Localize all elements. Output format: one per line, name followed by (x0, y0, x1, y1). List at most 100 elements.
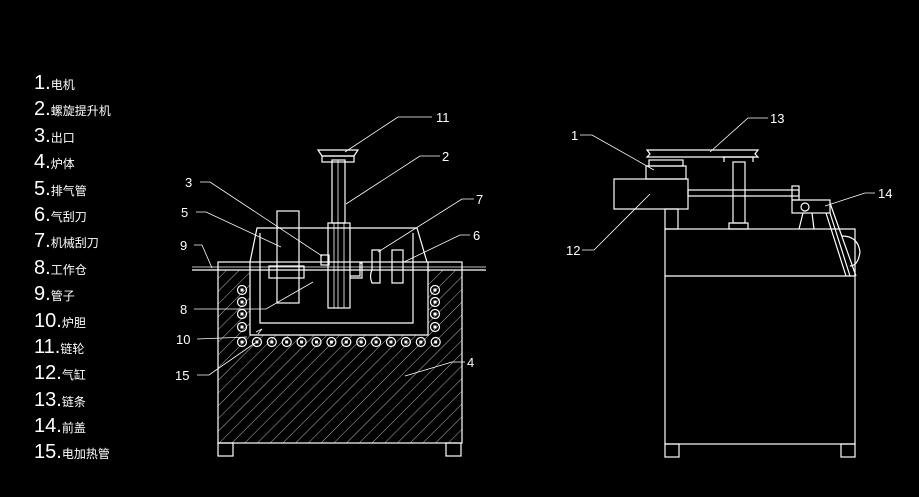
heating-tube (415, 336, 426, 348)
callout-13: 13 (770, 111, 784, 126)
sprocket-front (316, 149, 360, 163)
heating-tube (296, 336, 307, 348)
heating-tube-core (389, 340, 393, 344)
heating-tube-core (404, 340, 408, 344)
legend-text: 排气管 (50, 183, 87, 198)
heating-tube (429, 296, 441, 308)
legend-number: 13. (34, 388, 62, 411)
heating-tube (430, 336, 441, 348)
legend-item: 14.前盖 (34, 415, 111, 441)
legend-item: 15.电加热管 (34, 441, 111, 467)
heating-tube (266, 336, 277, 348)
outlet (320, 254, 330, 266)
heating-tube-core (329, 340, 333, 344)
legend-number: 6. (34, 203, 51, 226)
legend-number: 12. (34, 362, 62, 385)
front-callouts: 11 2 3 5 9 7 6 8 10 15 4 (175, 110, 483, 383)
heating-tube (429, 284, 441, 296)
legend-item: 12.气缸 (34, 362, 111, 388)
legend-text: 工作仓 (50, 262, 87, 277)
legend-text: 链轮 (60, 341, 85, 356)
legend-text: 螺旋提升机 (50, 104, 111, 119)
legend-text: 出口 (50, 130, 75, 145)
heating-tube-core (240, 340, 244, 344)
heating-tube (356, 336, 367, 348)
legend-text: 炉胆 (61, 315, 86, 330)
callout-8: 8 (180, 302, 187, 317)
front-leaders (194, 116, 474, 377)
legend-item: 10.炉胆 (34, 310, 111, 336)
legend-number: 15. (34, 441, 62, 464)
cylinder-rod (687, 189, 800, 197)
working-chamber (268, 265, 305, 279)
furnace-body (217, 261, 463, 457)
heating-tube-core (433, 288, 437, 292)
legend-item: 3.出口 (34, 125, 111, 151)
heating-tube-core (434, 340, 438, 344)
legend-text: 链条 (61, 394, 86, 409)
legend-number: 11. (34, 335, 61, 358)
legend-number: 4. (34, 151, 51, 174)
cylinder (613, 178, 689, 210)
callout-7: 7 (476, 192, 483, 207)
legend-number: 10. (34, 309, 62, 332)
heating-tube (371, 336, 382, 348)
heating-tube-core (240, 300, 244, 304)
heating-tube-core (315, 340, 318, 344)
heating-tube-core (270, 340, 274, 344)
furnace-liner (249, 227, 429, 336)
heating-tube (385, 336, 397, 348)
heating-tube (326, 336, 337, 348)
heating-tube (236, 284, 248, 296)
heating-tube-core (240, 288, 244, 292)
legend-text: 前盖 (61, 421, 86, 436)
heating-tube-core (433, 325, 437, 329)
legend-number: 2. (34, 98, 51, 121)
heating-tube-core (433, 312, 437, 316)
legend-number: 8. (34, 256, 51, 279)
legend-item: 9.管子 (34, 283, 111, 309)
legend-text: 机械刮刀 (50, 236, 99, 251)
heating-tube-core (240, 312, 244, 316)
callout-5: 5 (181, 205, 188, 220)
legend-text: 电加热管 (61, 447, 110, 462)
heating-tube-core (359, 340, 363, 344)
heating-tube (400, 336, 411, 348)
legend-item: 13.链条 (34, 389, 111, 415)
front-view: 11 2 3 5 9 7 6 8 10 15 4 (175, 110, 486, 457)
mechanical-scraper (369, 249, 381, 284)
heating-tube (341, 336, 352, 348)
front-cover (791, 185, 861, 277)
heating-tube (429, 321, 441, 333)
legend-number: 14. (34, 415, 62, 438)
callout-11: 11 (436, 110, 450, 125)
legend-text: 炉体 (50, 157, 75, 172)
heating-tube-core (240, 325, 244, 329)
callout-14: 14 (878, 186, 892, 201)
cabinet (664, 228, 856, 445)
callout-4: 4 (467, 355, 474, 370)
legend-item: 8.工作仓 (34, 257, 111, 283)
air-scraper (391, 249, 404, 284)
legend-number: 1. (34, 72, 51, 94)
legend-item: 4.炉体 (34, 151, 111, 177)
heating-tube-core (285, 340, 289, 344)
heating-tube (251, 336, 262, 348)
side-view: 1 13 14 12 (566, 111, 892, 458)
heating-tube (236, 296, 248, 308)
exhaust-pipe (276, 210, 300, 304)
legend-text: 电机 (50, 78, 75, 92)
legend-item: 7.机械刮刀 (34, 230, 111, 256)
motor (645, 165, 687, 180)
callout-10: 10 (176, 332, 190, 347)
heating-tube-core (300, 340, 304, 344)
callout-12: 12 (566, 243, 580, 258)
legend-item: 11.链轮 (34, 336, 111, 362)
callout-9: 9 (180, 238, 187, 253)
legend-number: 7. (34, 230, 51, 253)
heating-tube-core (344, 340, 348, 344)
sprocket-column (732, 161, 746, 224)
heating-tube (281, 336, 292, 348)
